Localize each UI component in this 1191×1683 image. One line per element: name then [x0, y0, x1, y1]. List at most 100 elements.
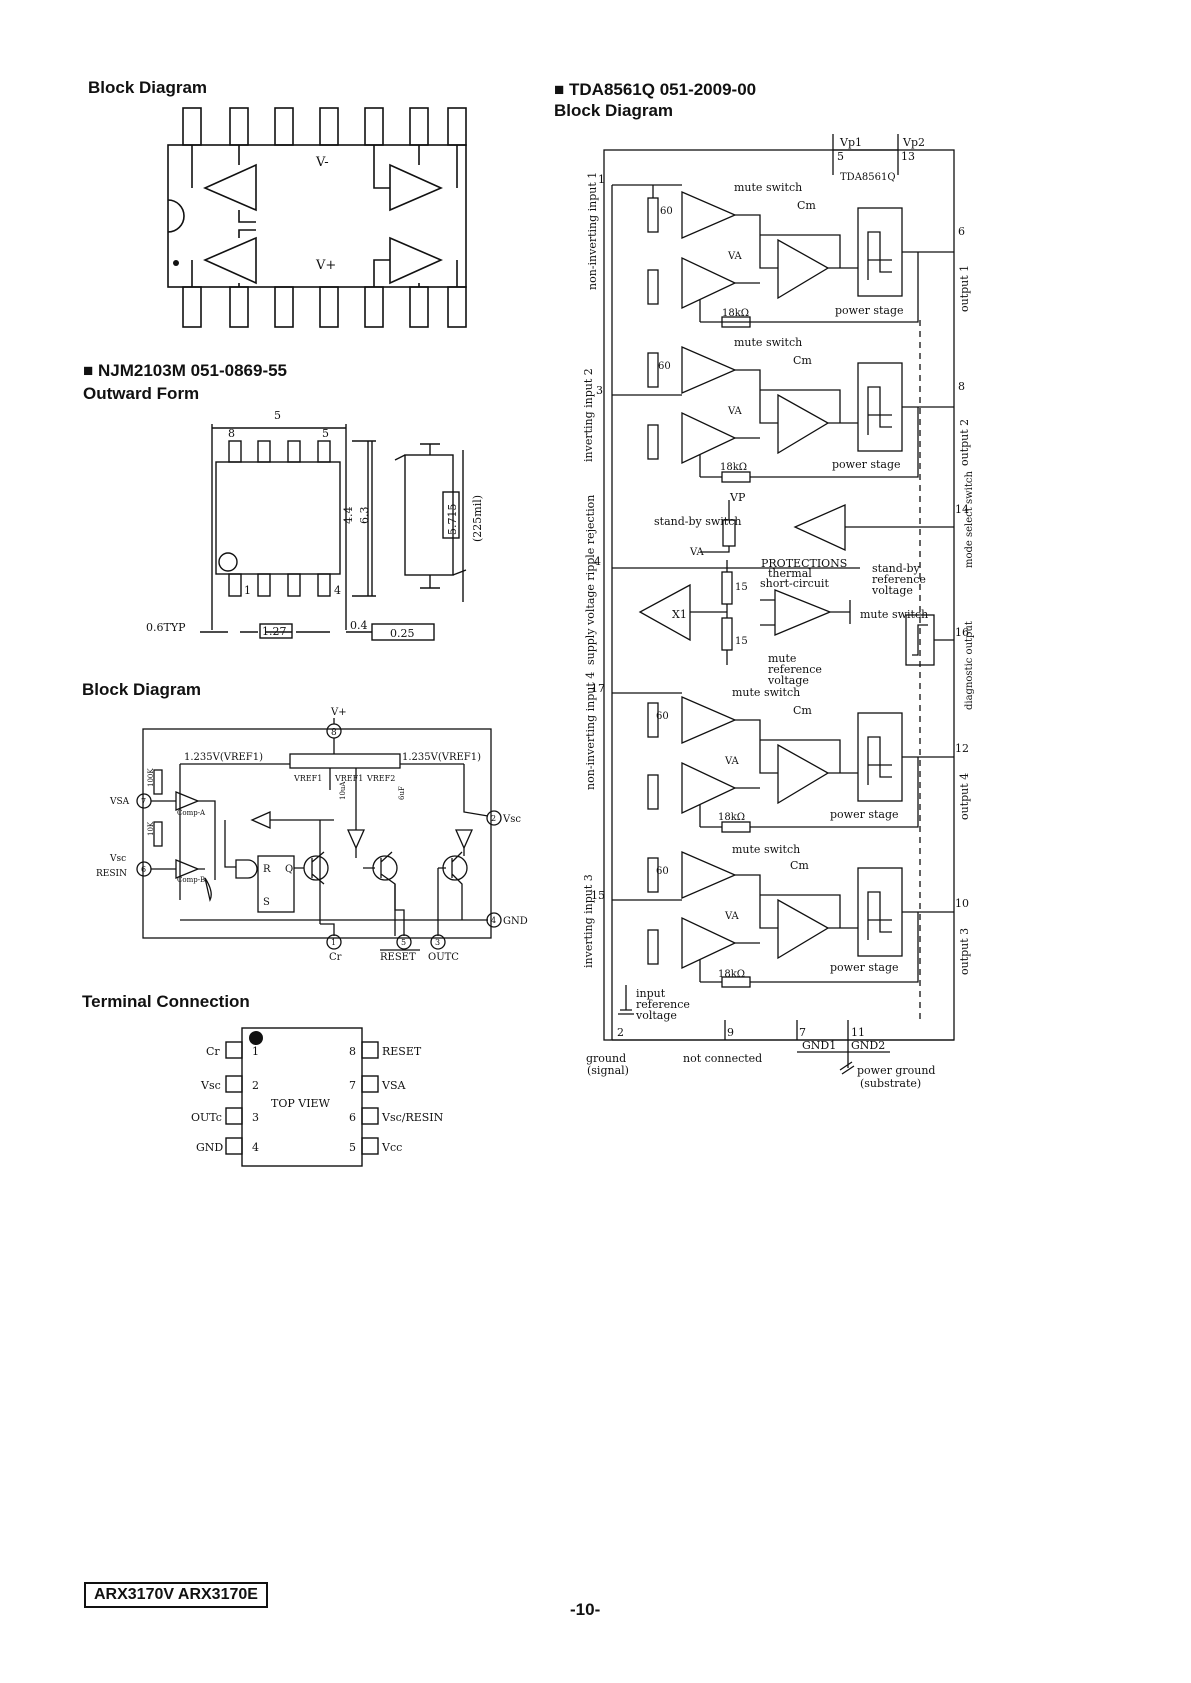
vref-left-label: 1.235V(VREF1): [184, 752, 263, 763]
tda-pin-4: 4: [594, 555, 601, 568]
power-ground-label: power ground: [857, 1064, 935, 1077]
vsc-label: Vsc: [109, 854, 126, 864]
standby-voltage-label: voltage: [871, 584, 913, 597]
label-diagnostic: diagnostic output: [964, 621, 975, 710]
pin-right-6-num: 6: [349, 1111, 356, 1124]
tda-pin-12: 12: [955, 742, 969, 755]
r60-3: 60: [656, 866, 669, 877]
pin-right-8-num: 8: [349, 1045, 356, 1058]
node3: 3: [435, 938, 440, 947]
tda-pin-2: 2: [617, 1026, 624, 1039]
q-label: Q: [285, 864, 293, 875]
dim-pin4: 4: [334, 584, 341, 597]
pin-left-3-num: 3: [252, 1111, 259, 1124]
label-output-1: output 1: [958, 265, 971, 312]
va-4: VA: [724, 756, 740, 767]
mute-ref-label: mute: [768, 652, 796, 665]
dim-pitch: 1.27: [262, 625, 287, 638]
r10k-label: 10K: [147, 821, 155, 836]
vp2-num: 13: [901, 150, 915, 163]
power-stage-1: power stage: [835, 304, 904, 317]
vp1-label: Vp1: [839, 136, 862, 149]
r100k-label: 100K: [147, 768, 155, 787]
tda-pin-11: 11: [851, 1026, 865, 1039]
node6: 6: [141, 865, 146, 874]
tda-pin-10: 10: [955, 897, 969, 910]
njm-part-title-text: NJM2103M 051-0869-55: [98, 361, 288, 380]
r15-2: 15: [735, 636, 748, 647]
pin-left-1-num: 1: [252, 1045, 259, 1058]
s-label: S: [263, 897, 270, 908]
gnd-label: GND: [503, 916, 528, 927]
resin-label: RESIN: [96, 869, 127, 879]
tda-pin-9: 9: [727, 1026, 734, 1039]
mute-switch-1: mute switch: [734, 181, 802, 194]
pin-left-3-name: OUTc: [191, 1111, 222, 1124]
input-ref-reference: reference: [636, 998, 690, 1011]
signal-label: (signal): [587, 1064, 629, 1077]
r18k-4: 18kΩ: [718, 812, 745, 823]
ground-label: ground: [586, 1052, 626, 1065]
dim-side2: (225mil): [471, 495, 484, 542]
va-3: VA: [724, 911, 740, 922]
power-stage-2: power stage: [832, 458, 901, 471]
tda-pin-15: 15: [591, 889, 605, 902]
pin-left-4-name: GND: [196, 1141, 223, 1154]
r-label: R: [263, 864, 271, 875]
node1-top: 8: [331, 728, 337, 738]
cm-1: Cm: [797, 199, 816, 212]
r60-2: 60: [658, 361, 671, 372]
vminus-label: V-: [315, 155, 329, 170]
r18k-3: 18kΩ: [718, 969, 745, 980]
dim-pin1: 1: [244, 584, 251, 597]
protections-label: PROTECTIONS: [761, 557, 847, 570]
tda-pin-14: 14: [955, 503, 969, 516]
vref-right-label: 1.235V(VREF1): [402, 752, 481, 763]
va-1: VA: [727, 251, 743, 262]
page-number: -10-: [570, 1600, 601, 1619]
comp-a-label: Comp-A: [177, 809, 206, 817]
mute-switch-central: mute switch: [860, 608, 928, 621]
power-stage-4: power stage: [830, 808, 899, 821]
pin-left-2-num: 2: [252, 1079, 259, 1092]
mute-switch-2: mute switch: [734, 336, 802, 349]
cm-3: Cm: [790, 859, 809, 872]
label-inv-input-3: inverting input 3: [582, 874, 595, 968]
gnd2-label: GND2: [851, 1039, 885, 1052]
dim-side1: 5.715: [446, 504, 459, 536]
label-ripple-rejection: supply voltage ripple rejection: [584, 495, 597, 665]
input-ref-label: input: [636, 987, 666, 1000]
standby-reference-label: reference: [872, 573, 926, 586]
cr-label: Cr: [329, 952, 342, 963]
x1-label: X1: [672, 608, 687, 621]
cm-4: Cm: [793, 704, 812, 717]
c6uf-label: 6uF: [398, 786, 406, 800]
njm-part-title: ■ NJM2103M 051-0869-55: [83, 361, 288, 380]
dim-lead: 0.4: [350, 619, 368, 632]
vsa-label: VSA: [109, 797, 130, 807]
mute-switch-4: mute switch: [732, 686, 800, 699]
tda-pin-17: 17: [591, 682, 605, 695]
va-central: VA: [689, 547, 705, 558]
dim-h2: 6.3: [358, 507, 371, 525]
mute-ref-reference: reference: [768, 663, 822, 676]
vplus-label-2: V+: [330, 707, 347, 718]
node7: 7: [141, 797, 146, 806]
vref1-label: VREF1: [293, 774, 322, 783]
pin-right-6-name: Vsc/RESIN: [381, 1111, 444, 1124]
node2: 2: [491, 814, 496, 823]
tda-pin-16: 16: [955, 626, 969, 639]
label-inv-input-2: inverting input 2: [582, 368, 595, 462]
r18k-1: 18kΩ: [722, 308, 749, 319]
pin-right-7-name: VSA: [381, 1079, 406, 1092]
block-diagram-title-2: Block Diagram: [82, 680, 202, 699]
gnd1-label: GND1: [802, 1039, 836, 1052]
vsc2-label: Vsc: [502, 814, 521, 825]
reset-label: RESET: [380, 952, 416, 963]
label-noninv-input-4: non-inverting input 4: [584, 672, 597, 790]
label-output-3: output 3: [958, 928, 971, 975]
dim-width: 5: [274, 409, 281, 422]
dim-tol: 0.25: [390, 627, 415, 640]
r60-4: 60: [656, 711, 669, 722]
cm-2: Cm: [793, 354, 812, 367]
